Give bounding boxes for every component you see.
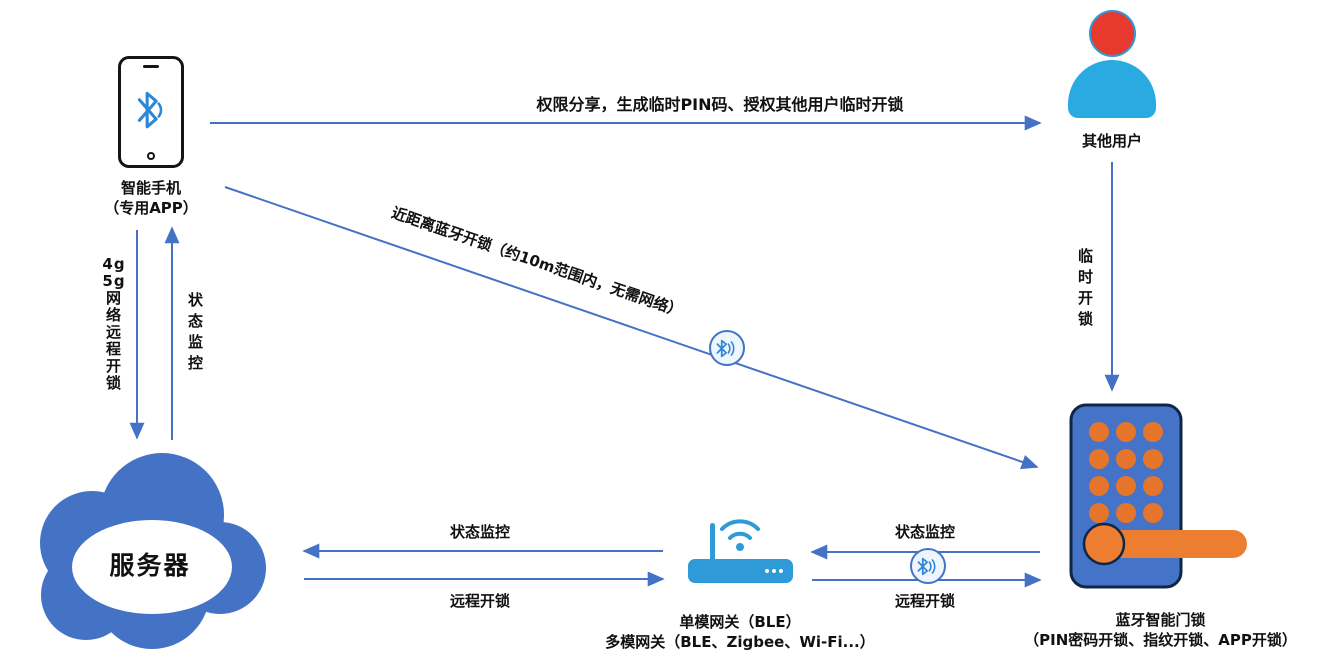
keypad-door-lock-icon (1069, 403, 1247, 589)
other-user-label: 其他用户 (1081, 132, 1142, 150)
person-icon (1089, 10, 1136, 57)
edge-label-temporary-unlock: 临 时 开 锁 (1077, 247, 1094, 328)
bluetooth-icon (137, 91, 163, 129)
phone-label: 智能手机 （专用APP） (104, 179, 198, 218)
edge-label-server-gateway-status: 状态监控 (449, 523, 510, 541)
wifi-router-icon (688, 519, 793, 583)
lock-handle-pivot (1082, 522, 1126, 566)
smartphone-icon (118, 56, 184, 168)
edge-label-phone-status-monitor: 状 态 监 控 (187, 291, 204, 372)
phone-speaker (143, 65, 159, 68)
phone-home-button (147, 152, 155, 160)
gateway-label: 单模网关（BLE） 多模网关（BLE、Zigbee、Wi-Fi...） (605, 613, 875, 652)
edge-label-gateway-lock-unlock: 远程开锁 (894, 592, 955, 610)
lock-label: 蓝牙智能门锁 （PIN密码开锁、指纹开锁、APP开锁） (1024, 611, 1297, 650)
cloud-icon (40, 453, 266, 649)
edge-label-network-remote-unlock: 4g 5g 网 络 远 程 开 锁 (102, 255, 126, 392)
edge-label-gateway-lock-status: 状态监控 (894, 523, 955, 541)
arrow-ble-proximity-unlock (224, 186, 1039, 470)
edge-label-permission-share: 权限分享，生成临时PIN码、授权其他用户临时开锁 (536, 95, 904, 114)
bluetooth-signal-icon (709, 330, 745, 366)
bluetooth-signal-icon (910, 548, 946, 584)
edge-label-server-gateway-unlock: 远程开锁 (449, 592, 510, 610)
server-label: 服务器 (109, 551, 191, 580)
lock-handle (1104, 530, 1247, 558)
lock-keypad-dots (1089, 422, 1163, 523)
